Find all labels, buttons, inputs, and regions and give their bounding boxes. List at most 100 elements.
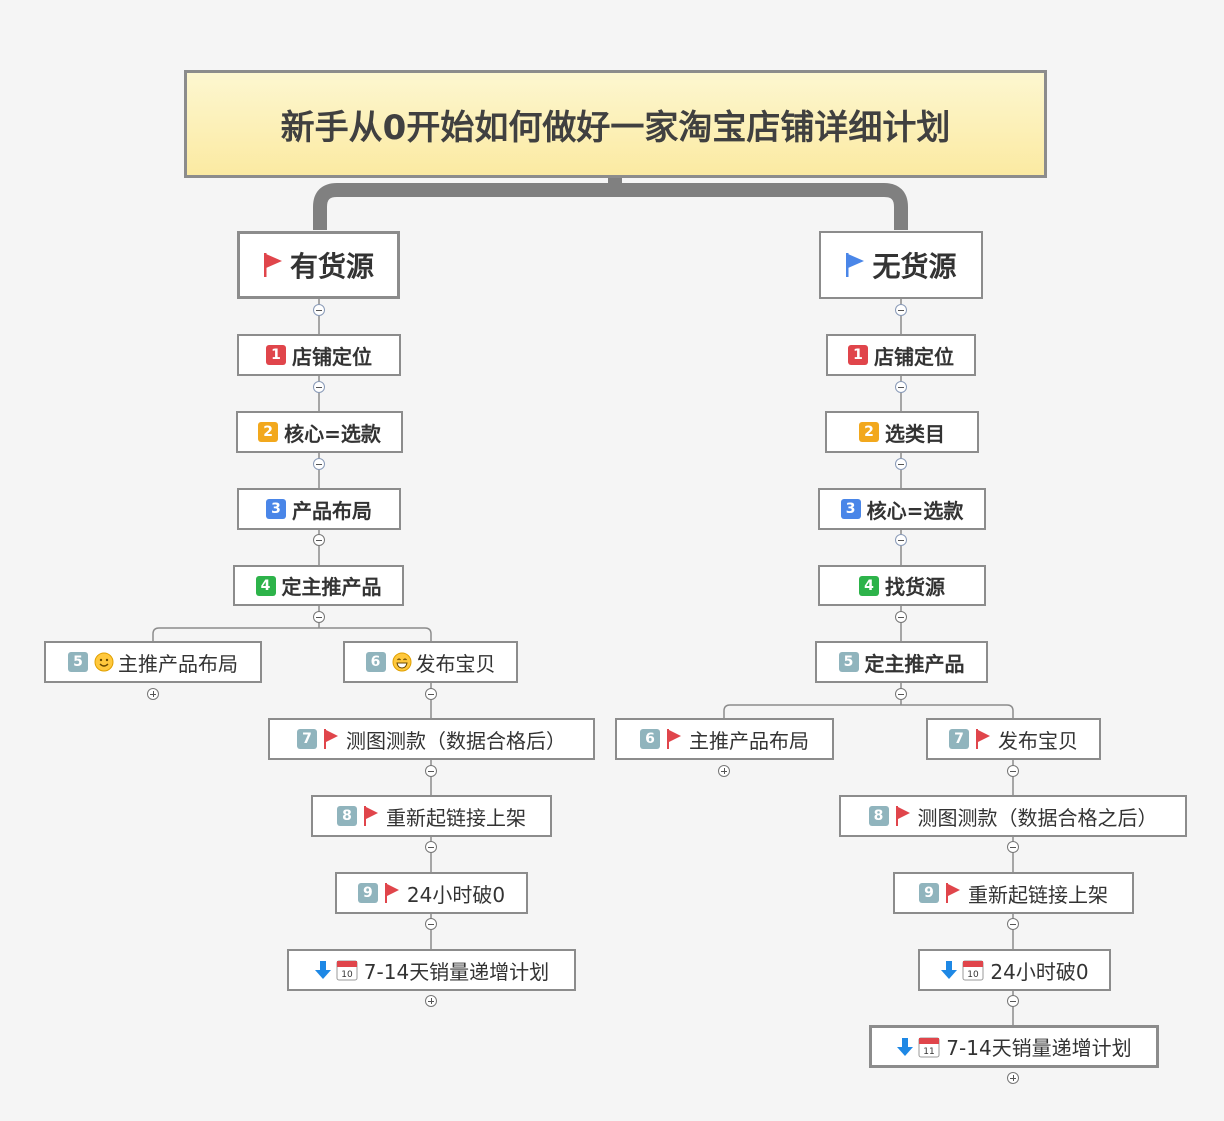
collapse-toggle[interactable] — [425, 765, 437, 777]
number-badge: 8 — [337, 806, 357, 826]
step-node[interactable]: 3 产品布局 — [237, 488, 401, 530]
step-label: 测图测款（数据合格后） — [346, 728, 566, 753]
number-badge: 6 — [365, 652, 386, 672]
step-label: 24小时破0 — [406, 882, 506, 907]
collapse-toggle[interactable] — [895, 688, 907, 700]
collapse-toggle[interactable] — [1007, 841, 1019, 853]
number-badge: 3 — [266, 499, 286, 519]
expand-toggle[interactable] — [147, 688, 159, 700]
collapse-toggle[interactable] — [425, 841, 437, 853]
red-flag-icon — [895, 805, 911, 827]
step-node[interactable]: 7 发布宝贝 — [926, 718, 1101, 760]
arrow-down-icon — [940, 960, 958, 980]
collapse-toggle[interactable] — [1007, 765, 1019, 777]
collapse-toggle[interactable] — [895, 611, 907, 623]
step-label: 店铺定位 — [874, 344, 954, 369]
step-node[interactable]: 9 重新起链接上架 — [893, 872, 1134, 914]
step-node[interactable]: 2 选类目 — [825, 411, 979, 453]
collapse-toggle[interactable] — [313, 381, 325, 393]
branch-with-supply[interactable]: 有货源 — [237, 231, 400, 299]
collapse-toggle[interactable] — [313, 304, 325, 316]
step-node[interactable]: 4 定主推产品 — [233, 565, 404, 606]
step-node[interactable]: 6 发布宝贝 — [343, 641, 518, 683]
svg-text:11: 11 — [924, 1047, 935, 1057]
red-flag-icon — [945, 882, 961, 904]
step-label: 产品布局 — [292, 498, 372, 523]
expand-toggle[interactable] — [1007, 1072, 1019, 1084]
red-flag-icon — [363, 805, 379, 827]
step-label: 7-14天销量递增计划 — [946, 1036, 1132, 1060]
step-label: 核心=选款 — [866, 498, 964, 523]
step-node[interactable]: 9 24小时破0 — [335, 872, 528, 914]
smile-emoji-icon — [94, 652, 114, 672]
step-node[interactable]: 3 核心=选款 — [818, 488, 986, 530]
collapse-toggle[interactable] — [313, 458, 325, 470]
arrow-down-icon — [314, 960, 332, 980]
collapse-toggle[interactable] — [895, 458, 907, 470]
number-badge: 1 — [266, 345, 286, 365]
number-badge: 1 — [848, 345, 868, 365]
step-node[interactable]: 5 主推产品布局 — [44, 641, 262, 683]
expand-toggle[interactable] — [718, 765, 730, 777]
collapse-toggle[interactable] — [425, 688, 437, 700]
number-badge: 5 — [68, 652, 88, 672]
red-flag-icon — [263, 252, 283, 278]
step-node[interactable]: 8 测图测款（数据合格之后） — [839, 795, 1187, 837]
arrow-down-icon — [896, 1037, 914, 1057]
svg-text:10: 10 — [341, 970, 353, 980]
red-flag-icon — [666, 728, 682, 750]
calendar-icon: 10 — [336, 959, 358, 981]
step-node[interactable]: 10 7-14天销量递增计划 — [287, 949, 576, 991]
collapse-toggle[interactable] — [895, 381, 907, 393]
number-badge: 4 — [859, 575, 879, 596]
step-label: 找货源 — [885, 575, 945, 599]
step-node[interactable]: 2 核心=选款 — [236, 411, 403, 453]
step-node[interactable]: 1 店铺定位 — [826, 334, 976, 376]
calendar-icon: 11 — [918, 1036, 940, 1058]
red-flag-icon — [975, 728, 991, 750]
collapse-toggle[interactable] — [1007, 918, 1019, 930]
step-label: 测图测款（数据合格之后） — [917, 805, 1158, 830]
expand-toggle[interactable] — [425, 995, 437, 1007]
step-label: 24小时破0 — [990, 959, 1089, 984]
red-flag-icon — [384, 882, 400, 904]
step-node[interactable]: 5 定主推产品 — [815, 641, 988, 683]
collapse-toggle[interactable] — [895, 534, 907, 546]
step-node[interactable]: 11 7-14天销量递增计划 — [869, 1025, 1159, 1068]
step-label: 重新起链接上架 — [968, 882, 1108, 907]
step-node[interactable]: 10 24小时破0 — [918, 949, 1111, 991]
branch-label: 有货源 — [289, 250, 374, 283]
number-badge: 2 — [859, 422, 879, 442]
number-badge: 9 — [357, 883, 378, 903]
number-badge: 7 — [297, 729, 317, 749]
branch-label: 无货源 — [872, 250, 957, 283]
step-node[interactable]: 8 重新起链接上架 — [311, 795, 552, 837]
calendar-icon: 10 — [962, 959, 984, 981]
collapse-toggle[interactable] — [1007, 995, 1019, 1007]
step-node[interactable]: 6 主推产品布局 — [615, 718, 834, 760]
collapse-toggle[interactable] — [313, 534, 325, 546]
step-label: 选类目 — [885, 421, 945, 446]
svg-text:10: 10 — [968, 970, 980, 980]
number-badge: 6 — [640, 729, 660, 749]
number-badge: 4 — [255, 575, 276, 596]
step-node[interactable]: 4 找货源 — [818, 565, 986, 606]
step-label: 主推产品布局 — [689, 728, 809, 753]
step-label: 定主推产品 — [864, 651, 965, 676]
collapse-toggle[interactable] — [425, 918, 437, 930]
branch-without-supply[interactable]: 无货源 — [819, 231, 983, 299]
step-label: 发布宝贝 — [415, 651, 496, 676]
blue-flag-icon — [845, 252, 865, 278]
page-title: 新手从0开始如何做好一家淘宝店铺详细计划 — [184, 70, 1047, 178]
number-badge: 9 — [919, 883, 939, 903]
step-node[interactable]: 7 测图测款（数据合格后） — [268, 718, 595, 760]
step-node[interactable]: 1 店铺定位 — [237, 334, 401, 376]
number-badge: 3 — [840, 499, 861, 519]
collapse-toggle[interactable] — [313, 611, 325, 623]
collapse-toggle[interactable] — [895, 304, 907, 316]
step-label: 重新起链接上架 — [386, 805, 526, 830]
step-label: 7-14天销量递增计划 — [363, 959, 550, 984]
number-badge: 5 — [838, 652, 859, 672]
number-badge: 8 — [868, 806, 889, 826]
